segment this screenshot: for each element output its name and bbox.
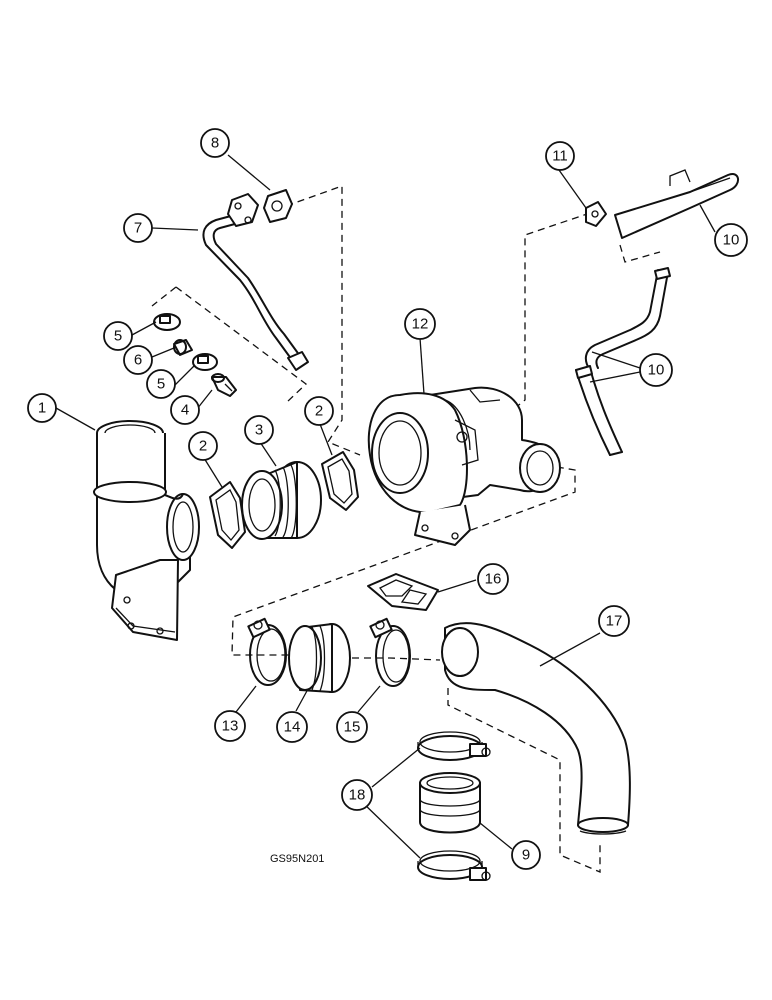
callout-15-label: 15 bbox=[344, 719, 361, 736]
callout-17: 17 bbox=[598, 605, 630, 637]
part-10-drain-tube-lower bbox=[575, 365, 623, 456]
callout-14: 14 bbox=[276, 711, 308, 743]
leader-lines bbox=[55, 154, 716, 859]
callout-16-label: 16 bbox=[485, 571, 502, 588]
part-18-clamp-upper bbox=[417, 731, 491, 761]
callout-8: 8 bbox=[200, 128, 230, 158]
part-14-coupling-sleeve bbox=[288, 623, 351, 693]
callout-5-upper-label: 5 bbox=[114, 328, 122, 345]
callout-5-lower-label: 5 bbox=[157, 376, 165, 393]
callout-14-label: 14 bbox=[284, 719, 301, 736]
figure-code: GS95N201 bbox=[270, 853, 324, 865]
callout-11: 11 bbox=[545, 141, 575, 171]
part-15-hose-clamp bbox=[369, 617, 411, 687]
part-11-gasket bbox=[585, 201, 607, 227]
callout-13-label: 13 bbox=[222, 718, 239, 735]
part-7-oil-tube bbox=[202, 193, 309, 371]
callout-1: 1 bbox=[27, 393, 57, 423]
callout-3-label: 3 bbox=[255, 422, 263, 439]
callout-2-right: 2 bbox=[304, 396, 334, 426]
part-10-drain-tube-upper bbox=[614, 169, 739, 239]
part-16-gasket bbox=[367, 573, 439, 611]
callout-16: 16 bbox=[477, 563, 509, 595]
callout-6: 6 bbox=[123, 345, 153, 375]
callout-6-label: 6 bbox=[134, 352, 142, 369]
callout-9: 9 bbox=[511, 840, 541, 870]
callout-7: 7 bbox=[123, 213, 153, 243]
callout-10-upper: 10 bbox=[714, 223, 748, 257]
part-6-hose-piece bbox=[173, 339, 193, 356]
callout-2-left: 2 bbox=[188, 431, 218, 461]
callout-2-right-label: 2 bbox=[315, 403, 323, 420]
part-18-clamp-lower bbox=[417, 850, 491, 881]
callout-17-label: 17 bbox=[606, 613, 623, 630]
callout-12-label: 12 bbox=[412, 316, 429, 333]
callout-5-lower: 5 bbox=[146, 369, 176, 399]
callout-2-left-label: 2 bbox=[199, 438, 207, 455]
callout-4-label: 4 bbox=[181, 402, 189, 419]
callout-10-upper-label: 10 bbox=[723, 232, 740, 249]
callout-8-label: 8 bbox=[211, 135, 219, 152]
callout-4: 4 bbox=[170, 395, 200, 425]
callout-15: 15 bbox=[336, 711, 368, 743]
callout-12: 12 bbox=[404, 308, 436, 340]
part-13-hose-clamp bbox=[247, 617, 287, 686]
part-2-gasket-right bbox=[321, 451, 359, 511]
callout-13: 13 bbox=[214, 710, 246, 742]
part-2-gasket-left bbox=[209, 481, 246, 549]
part-8-gasket bbox=[263, 189, 293, 223]
part-4-elbow-fitting bbox=[211, 373, 237, 397]
callout-18-label: 18 bbox=[349, 787, 366, 804]
callout-3: 3 bbox=[244, 415, 274, 445]
part-17-elbow-hose bbox=[441, 622, 631, 835]
part-5-clamp-lower bbox=[192, 353, 218, 371]
callout-1-label: 1 bbox=[38, 400, 46, 417]
part-9-hose-sleeve bbox=[419, 772, 481, 834]
part-1-elbow bbox=[93, 420, 200, 641]
callout-5-upper: 5 bbox=[103, 321, 133, 351]
part-12-turbocharger bbox=[367, 386, 561, 546]
callout-18: 18 bbox=[341, 779, 373, 811]
assembly-guide-lines bbox=[151, 185, 661, 873]
callout-11-label: 11 bbox=[552, 148, 568, 165]
callout-10-lower-label: 10 bbox=[648, 362, 665, 379]
callout-7-label: 7 bbox=[134, 220, 142, 237]
part-3-bellows bbox=[241, 461, 322, 540]
part-5-clamp-upper bbox=[153, 313, 181, 331]
part-10-drain-tube-middle bbox=[584, 267, 671, 371]
callout-10-lower: 10 bbox=[639, 353, 673, 387]
callout-9-label: 9 bbox=[522, 847, 530, 864]
